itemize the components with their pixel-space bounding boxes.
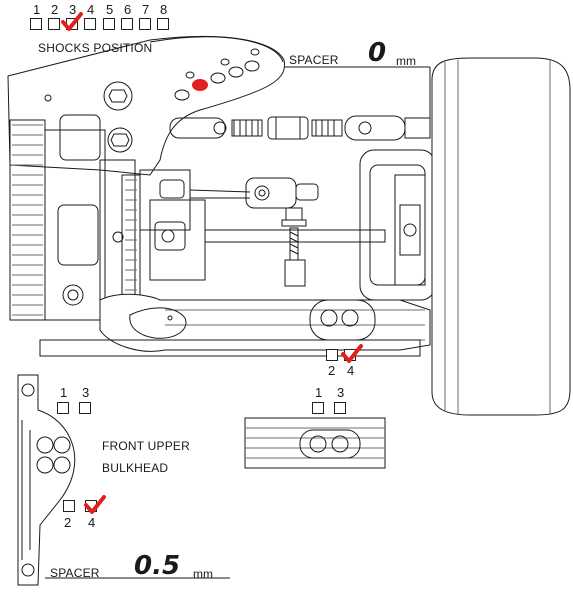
bulkhead-3-label: 3 <box>82 385 90 400</box>
shock-position-6-label: 6 <box>124 2 132 17</box>
front-upper-bulkhead <box>17 374 76 586</box>
arm-hole-4-label: 4 <box>347 363 355 378</box>
side-detail-1-box <box>312 402 324 414</box>
shock-position-8-box <box>157 18 169 30</box>
diff-gear <box>9 114 141 321</box>
shock-position-6-box <box>121 18 133 30</box>
selected-mount-marker <box>192 79 208 91</box>
shock-position-check-icon <box>61 12 83 31</box>
spacer-top-label: SPACER <box>289 53 339 67</box>
spacer-top-unit: mm <box>396 54 416 68</box>
shock-position-2-label: 2 <box>51 2 59 17</box>
tire <box>431 57 571 416</box>
lower-arm <box>39 293 431 357</box>
shock-position-8-label: 8 <box>160 2 168 17</box>
side-detail-3-label: 3 <box>337 385 345 400</box>
arm-hole-2-label: 2 <box>328 363 336 378</box>
side-detail-1-label: 1 <box>315 385 323 400</box>
shock-position-1-label: 1 <box>33 2 41 17</box>
shock-position-2-box <box>48 18 60 30</box>
upper-link <box>169 115 431 141</box>
bulkhead-1-label: 1 <box>60 385 68 400</box>
bulkhead-3-box <box>79 402 91 414</box>
spacer-bottom-value: 0.5 <box>134 551 181 581</box>
bulkhead-check-icon <box>84 495 106 514</box>
bulkhead-2-label: 2 <box>64 515 72 530</box>
spacer-bottom-label: SPACER <box>50 566 100 580</box>
shock-position-5-box <box>103 18 115 30</box>
side-detail-3-box <box>334 402 346 414</box>
shock-position-4-box <box>84 18 96 30</box>
shock-position-4-label: 4 <box>87 2 95 17</box>
bulkhead-1-box <box>57 402 69 414</box>
shock-position-7-label: 7 <box>142 2 150 17</box>
shock-position-5-label: 5 <box>106 2 114 17</box>
shock-position-1-box <box>30 18 42 30</box>
spacer-bottom-unit: mm <box>193 567 213 581</box>
arm-hole-2-box <box>326 349 338 361</box>
bulkhead-2-box <box>63 500 75 512</box>
shock-position-3-label: 3 <box>69 2 77 17</box>
bulkhead-title-line2: BULKHEAD <box>102 461 169 475</box>
bulkhead-title-line1: FRONT UPPER <box>102 439 190 453</box>
spacer-top-value: 0 <box>368 38 387 68</box>
arm-hole-check-icon <box>341 344 363 363</box>
bulkhead-4-label: 4 <box>88 515 96 530</box>
arm-side-view <box>244 417 386 469</box>
shocks-position-title: SHOCKS POSITION <box>38 41 153 55</box>
shock-position-7-box <box>139 18 151 30</box>
